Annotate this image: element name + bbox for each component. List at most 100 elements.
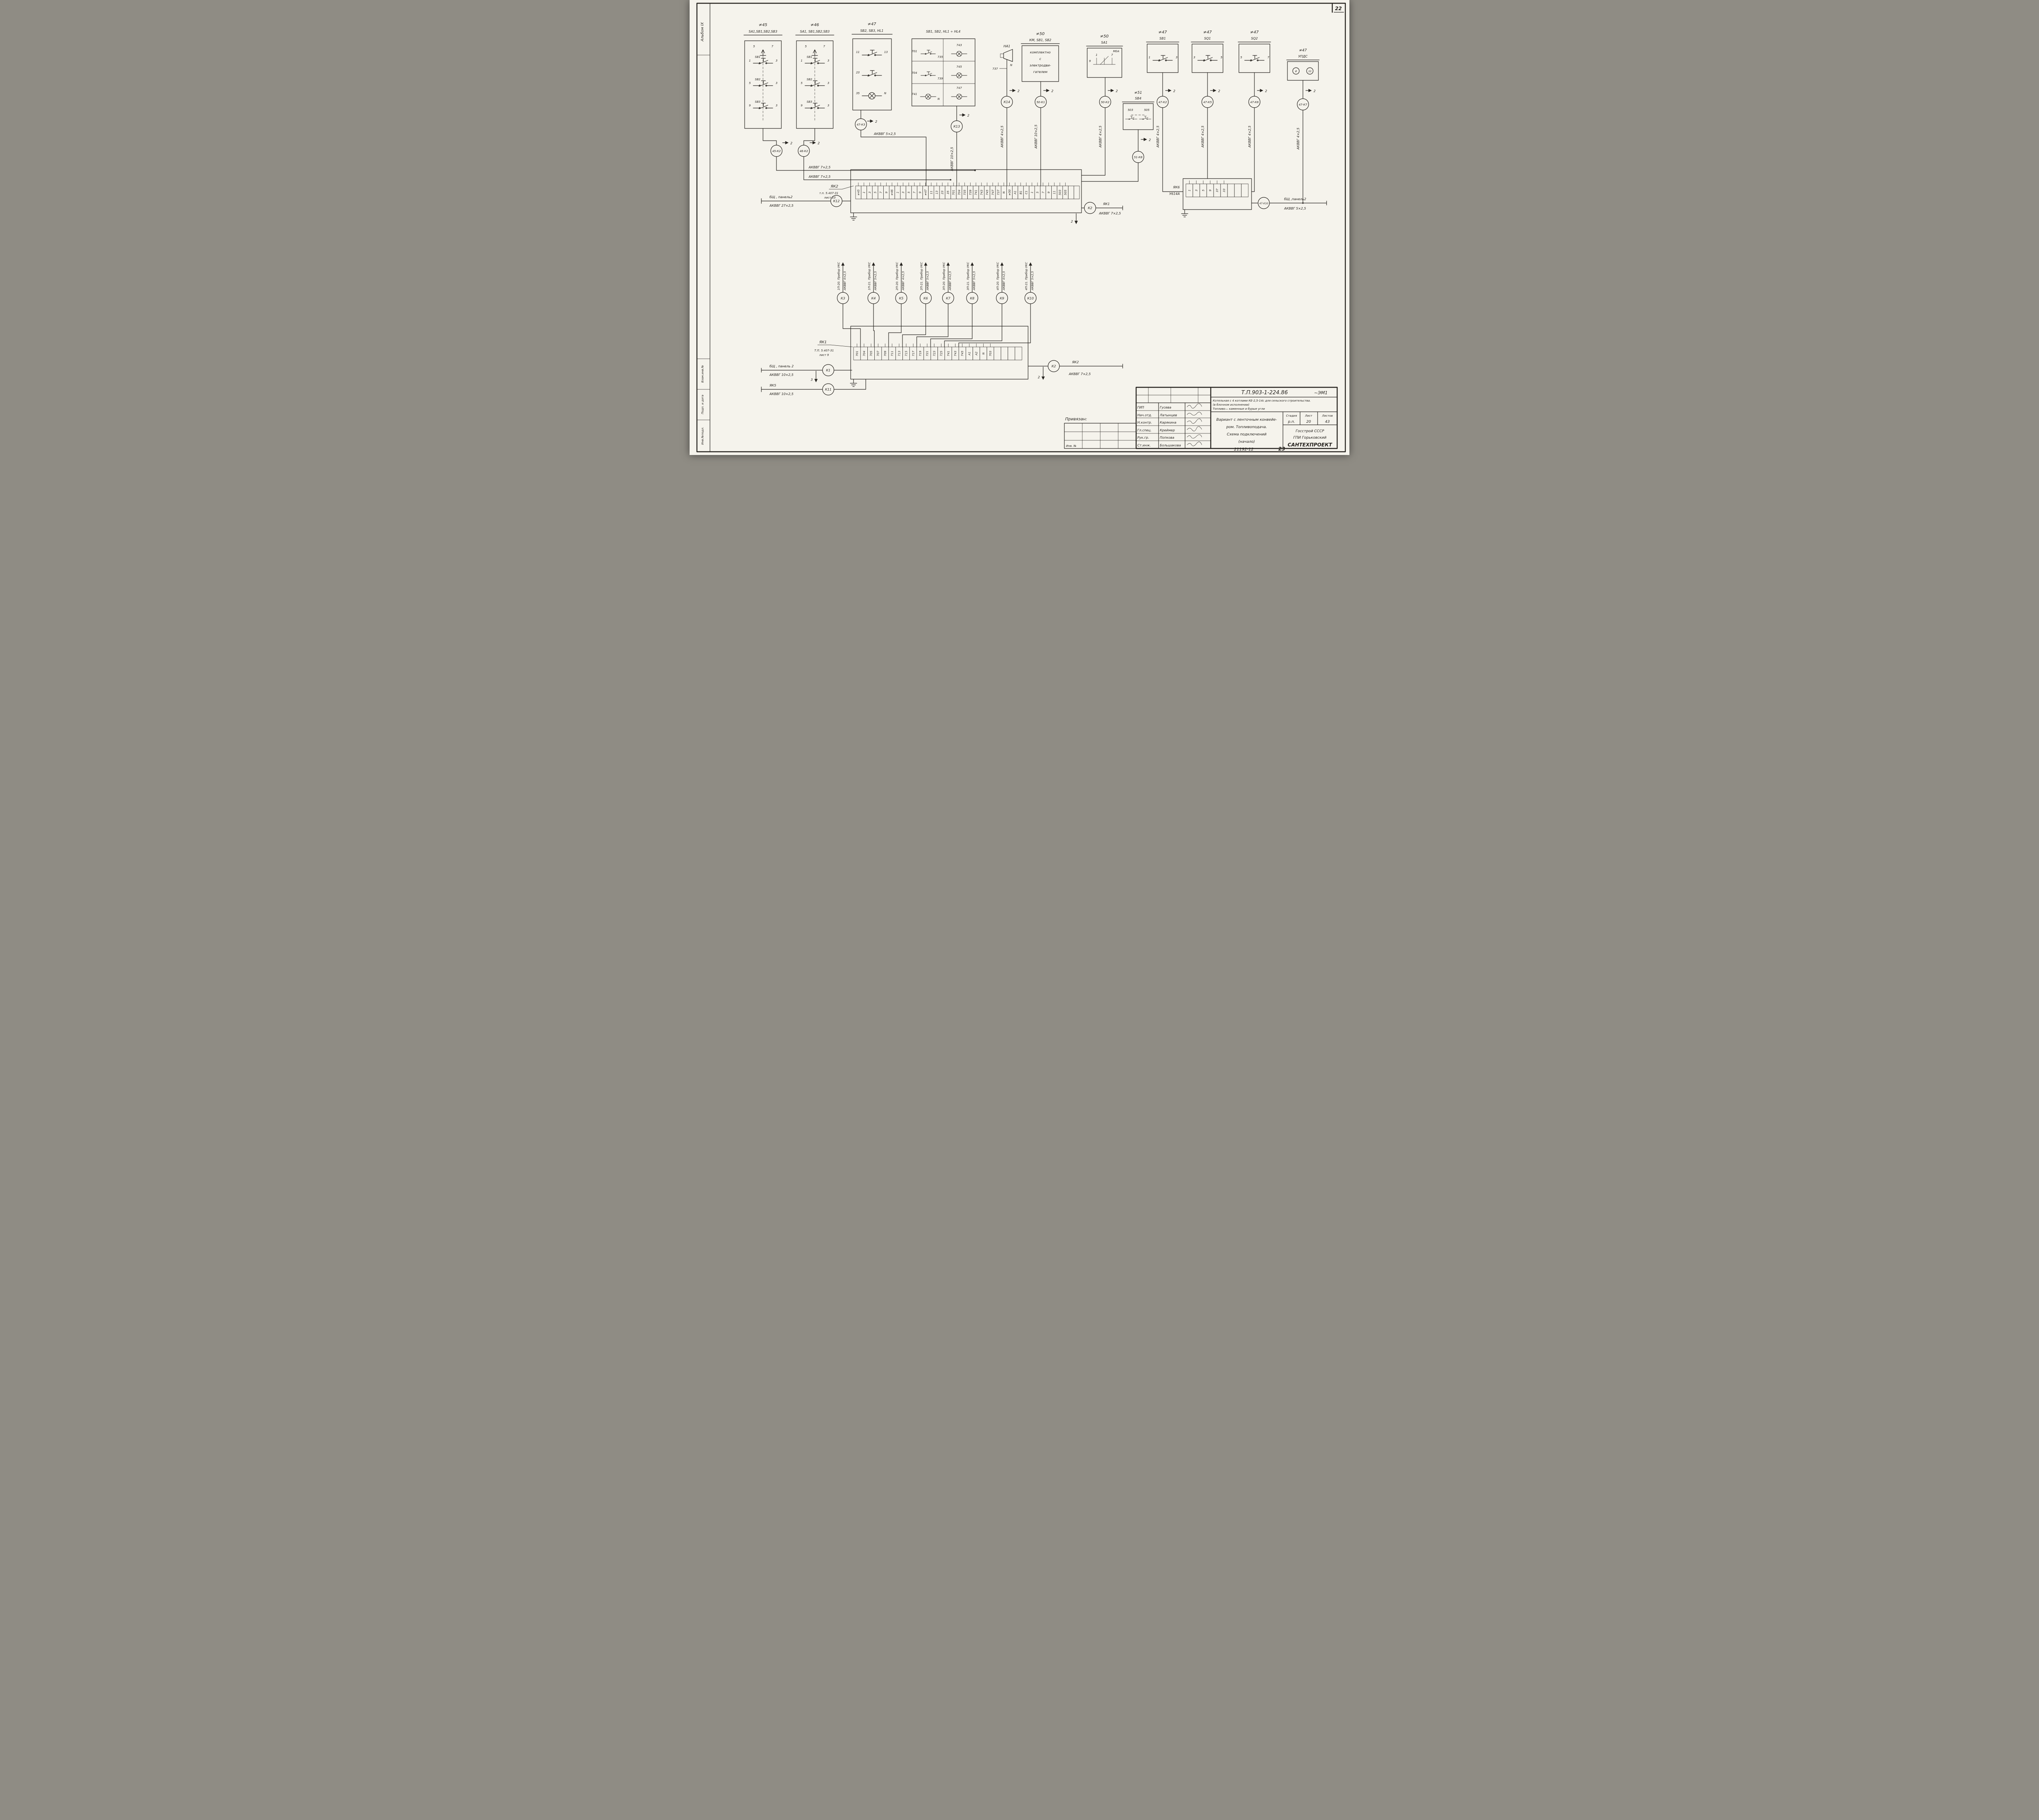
feeder-label: ЯК2 bbox=[1072, 360, 1079, 364]
sheet-ref: 2 bbox=[1038, 367, 1045, 380]
terminal-label: В1 bbox=[1019, 190, 1022, 194]
device-wiring-path bbox=[958, 303, 1031, 347]
type-reference: У614А bbox=[1169, 192, 1180, 196]
role-label: Гл.спец. bbox=[1137, 428, 1152, 432]
org-line: Госстрой СССР bbox=[1296, 429, 1324, 433]
terminal-number: 1 bbox=[1149, 56, 1150, 59]
terminal-label: 9 bbox=[1209, 189, 1212, 191]
terminal-strip-name: ЯК2 bbox=[830, 185, 838, 189]
margin-vzam-label: Взам.инв.№ bbox=[701, 365, 704, 382]
terminal-label: 743 bbox=[954, 351, 957, 356]
cable-marker-label: 47-К10 bbox=[1259, 202, 1268, 205]
ground-icon bbox=[1181, 209, 1188, 217]
pushbutton-contact-icon bbox=[862, 70, 882, 77]
terminal-label: 11 bbox=[1053, 191, 1056, 194]
margin-podp-label: Подп. и дата bbox=[701, 395, 704, 414]
device-terminal-circle bbox=[1292, 67, 1300, 75]
device-wiring-path bbox=[888, 303, 902, 347]
pushbutton-contact-icon bbox=[862, 50, 882, 56]
note-line: электродви- bbox=[1030, 64, 1051, 67]
terminal-number: 5 bbox=[1221, 56, 1223, 59]
terminal-label: 739 bbox=[969, 190, 972, 195]
terminal-label: 741 bbox=[975, 190, 978, 195]
note-line: комплектно bbox=[1030, 51, 1051, 54]
sheet-ref: 2 bbox=[1009, 88, 1020, 93]
terminal-number: 11 bbox=[856, 51, 860, 54]
order-number: 21192-12 bbox=[1234, 447, 1254, 452]
device-cable-label: АКВВГ 5×2,5 bbox=[926, 271, 929, 291]
device-cable-label: АКВВГ 5×2,5 bbox=[973, 271, 976, 291]
album-label: Альбом IX bbox=[701, 22, 705, 42]
project-description: Котельная с 4 котлами КЕ-2,5-14с для сел… bbox=[1213, 399, 1311, 402]
block-tag: ≠45 bbox=[759, 23, 767, 27]
svg-text:2: 2 bbox=[1017, 89, 1020, 93]
terminal-number: 739 bbox=[938, 77, 943, 80]
terminal-number: 9 bbox=[801, 104, 803, 107]
terminal-label: 719 bbox=[919, 351, 922, 356]
cable-label: АКВВГ 4×2,5 bbox=[1248, 126, 1252, 148]
cable-marker-label: 46-К2 bbox=[800, 150, 808, 153]
device-name-label: 3П-20. Прибор УКС bbox=[942, 262, 946, 290]
project-description: (в блочном исполнении) bbox=[1213, 403, 1249, 406]
terminal-label: 723 bbox=[933, 351, 936, 356]
terminal-cell bbox=[1008, 347, 1015, 360]
svg-text:2: 2 bbox=[1173, 89, 1175, 93]
device-wiring-path bbox=[843, 303, 861, 347]
privyazan-label: Привязан: bbox=[1065, 417, 1087, 422]
terminal-cell bbox=[1068, 186, 1074, 199]
signature-scribble bbox=[1187, 403, 1202, 409]
scheme-code: ~ЭМ1 bbox=[1314, 390, 1327, 395]
person-name: Латынцев bbox=[1159, 413, 1177, 417]
sheet-ref: 2 bbox=[959, 113, 969, 117]
block-subtitle: УПДС bbox=[1298, 55, 1308, 58]
cable-marker-label: 47-К7 bbox=[1299, 103, 1307, 106]
device-cable-label: АКВВГ 4×2,5 bbox=[1002, 271, 1006, 291]
component-block-47a: ≠47 SB2, SB3, HL1 11 13 23 35 N 47-К3 АК… bbox=[851, 22, 927, 186]
cable-label: АКВВГ 10×2,5 bbox=[769, 392, 794, 396]
feeder-label: ЯК1 bbox=[1103, 202, 1110, 206]
terminal-label: 705 bbox=[870, 351, 873, 356]
terminal-label: 721 bbox=[926, 351, 929, 356]
terminal-label: 745 bbox=[986, 190, 989, 195]
terminal-number: И bbox=[1295, 70, 1297, 73]
sheet-ref: 2 bbox=[782, 141, 792, 145]
junction-dot bbox=[950, 179, 951, 181]
terminal-label: 1 bbox=[1031, 192, 1034, 193]
device-terminal-circle bbox=[1306, 67, 1314, 75]
component-block-47c: ≠47 SQ1 3 5 47-К5 АКВВГ 4×2,5 2 bbox=[1191, 30, 1224, 179]
cable-marker-label: К7 bbox=[946, 297, 951, 300]
terminal-label: ≠47 bbox=[924, 189, 927, 195]
cable-marker-label: К8 bbox=[970, 297, 975, 300]
terminal-number: 1 bbox=[801, 59, 803, 62]
cable-marker-label: К2 bbox=[1052, 364, 1056, 368]
block-title: SB1, SB2, HL1 ÷ HL4 bbox=[926, 30, 960, 33]
cable-marker-label: 45-К2 bbox=[772, 150, 781, 153]
sheet-ref: 2 bbox=[1108, 88, 1118, 93]
terminal-label: 37 bbox=[1216, 188, 1219, 192]
terminal-number: 3 bbox=[1176, 56, 1177, 59]
signature-scribble bbox=[1187, 412, 1202, 415]
device-wiring-path bbox=[916, 303, 949, 347]
svg-text:2: 2 bbox=[875, 120, 877, 124]
terminal-cell bbox=[1001, 347, 1008, 360]
cable-marker-label: К12 bbox=[833, 199, 840, 203]
terminal-label: 13 bbox=[935, 191, 939, 194]
device-cable-label: АКВВГ 4×2,5 bbox=[949, 271, 952, 291]
terminal-cell bbox=[1227, 183, 1235, 197]
terminal-label: 3 bbox=[902, 192, 905, 193]
role-label: Рук.гр. bbox=[1137, 436, 1149, 440]
sheet-number-top: 22 bbox=[1335, 6, 1342, 11]
limit-switch-contact-icon bbox=[1244, 55, 1265, 62]
component-block-47b: ≠47 SB1 1 3 47-К2 АКВВГ 4×2,5 2 bbox=[1146, 30, 1183, 192]
person-name: Большакова bbox=[1160, 444, 1181, 447]
terminal-number: 7 bbox=[772, 45, 774, 48]
terminal-label: 715 bbox=[905, 351, 908, 356]
svg-text:2: 2 bbox=[1149, 138, 1151, 142]
terminal-number: 9 bbox=[749, 104, 751, 107]
feeder-label: бЩ , панель2 bbox=[770, 195, 793, 199]
sheet-ref: 2 bbox=[867, 119, 877, 124]
type-reference: т.п. 5.407-31 bbox=[819, 192, 838, 195]
component-block-46: ≠46 SA1, SB1,SB2,SB3 5 7 SB1 1 3 SB2 5 3… bbox=[795, 23, 834, 180]
block-subtitle: КМ, SB1, SB2 bbox=[1029, 38, 1051, 42]
